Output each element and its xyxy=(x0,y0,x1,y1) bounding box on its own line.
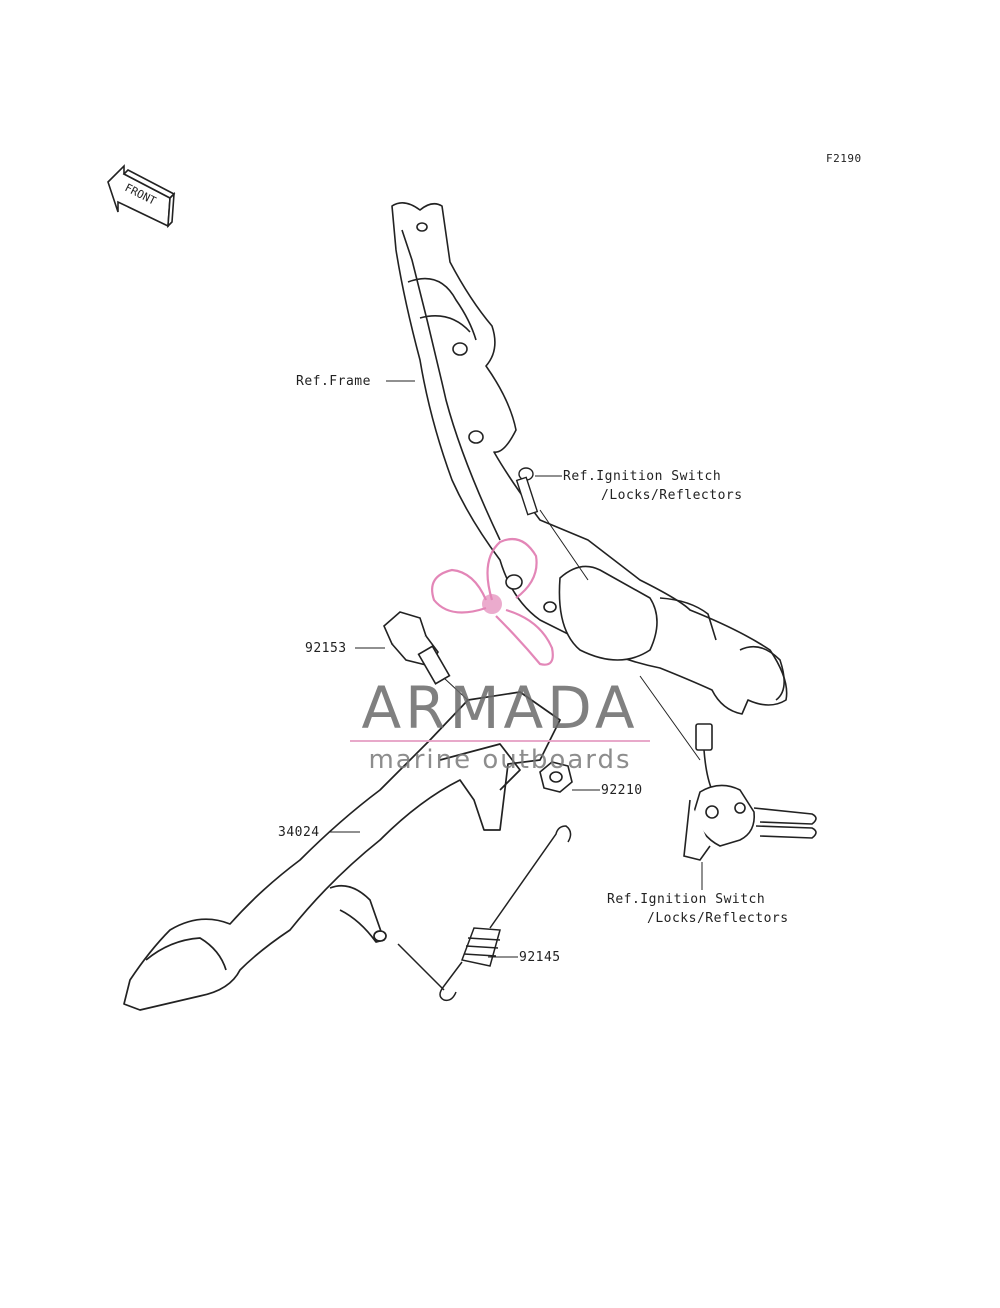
label-part-92210: 92210 xyxy=(601,783,643,798)
bolt-92153 xyxy=(383,611,501,731)
figure-code: F2190 xyxy=(826,152,862,165)
label-ignition-top-2: /Locks/Reflectors xyxy=(601,488,743,503)
spring-92145 xyxy=(397,825,572,1002)
label-ignition-bottom-1: Ref.Ignition Switch xyxy=(607,892,766,907)
front-arrow-icon xyxy=(107,164,176,229)
watermark-subtitle: marine outboards xyxy=(368,745,632,775)
top-screw xyxy=(515,467,589,581)
watermark-logo-icon xyxy=(431,538,554,666)
side-stand-34024 xyxy=(123,691,561,1011)
frame xyxy=(391,202,788,715)
nut-92210 xyxy=(539,761,573,793)
leader-lines xyxy=(330,380,703,958)
watermark-title: ARMADA xyxy=(361,674,639,742)
label-part-92153: 92153 xyxy=(305,641,347,656)
label-ignition-bottom-2: /Locks/Reflectors xyxy=(647,911,789,926)
label-part-92145: 92145 xyxy=(519,950,561,965)
watermark-divider xyxy=(350,740,650,742)
label-ref-frame: Ref.Frame xyxy=(296,374,371,389)
label-part-34024: 34024 xyxy=(278,825,320,840)
side-stand-switch xyxy=(639,675,817,861)
label-ignition-top-1: Ref.Ignition Switch xyxy=(563,469,722,484)
